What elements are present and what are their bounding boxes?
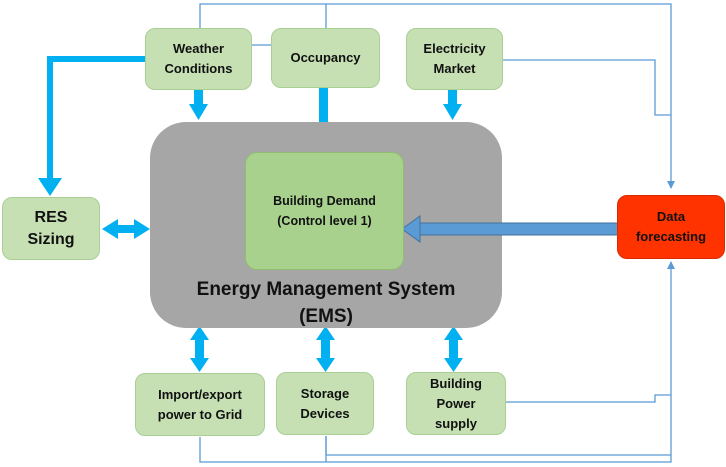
top-feedback-line — [199, 3, 675, 189]
res-sizing-box: RES Sizing — [2, 197, 100, 260]
storage-devices-box: Storage Devices — [276, 372, 374, 435]
ems-grid-double-arrow — [190, 326, 209, 372]
ems-label: Energy Management System (EMS) — [196, 279, 456, 327]
weather-conditions-box: Weather Conditions — [145, 28, 252, 90]
ems-storage-double-arrow — [316, 326, 335, 372]
market-to-ems-arrow — [443, 90, 462, 120]
ems-supply-double-arrow — [444, 326, 463, 372]
weather-to-res-arrow — [38, 56, 145, 196]
data-forecasting-box: Data forecasting — [617, 195, 725, 259]
market-feedback-line — [503, 59, 671, 116]
weather-to-ems-arrow — [189, 90, 208, 120]
bottom-feedback-line — [199, 261, 675, 463]
grid-import-export-box: Import/export power to Grid — [135, 373, 265, 436]
res-ems-double-arrow — [102, 219, 150, 239]
electricity-market-box: Electricity Market — [406, 28, 503, 90]
building-demand-box: Building Demand (Control level 1) — [245, 152, 404, 270]
feedback-lines — [199, 3, 675, 463]
building-power-supply-box: Building Power supply — [406, 372, 506, 435]
grid-feedback-line — [325, 436, 671, 456]
occupancy-box: Occupancy — [271, 28, 380, 88]
supply-feedback-line — [506, 394, 671, 403]
